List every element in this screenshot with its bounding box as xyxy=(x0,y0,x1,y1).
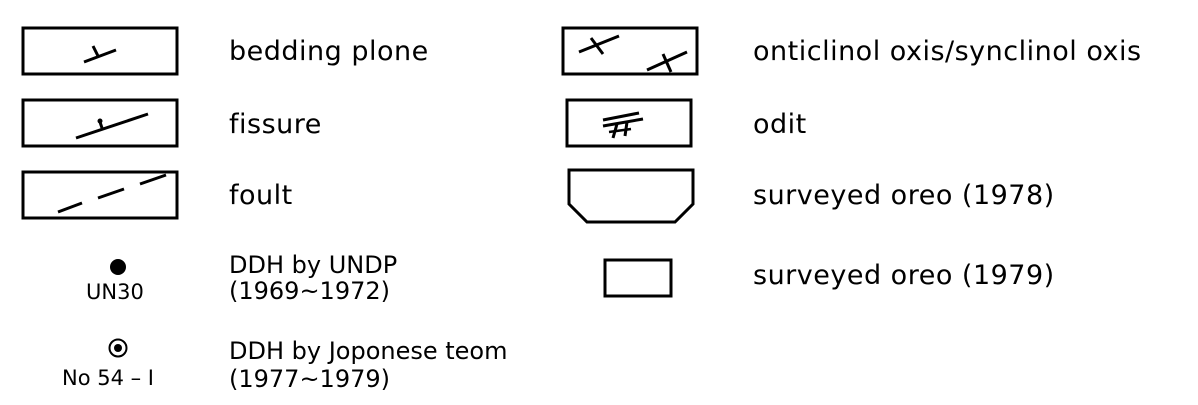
surveyed-area-1978-label: surveyed oreo (1978) xyxy=(753,180,1055,211)
adit-symbol xyxy=(565,98,693,148)
ddh-japanese-label-line2: (1977~1979) xyxy=(229,365,390,393)
fissure-symbol xyxy=(21,98,179,148)
ddh-japanese-label-line1: DDH by Joponese teom xyxy=(229,337,508,365)
ddh-japanese-code: No 54 – I xyxy=(62,366,154,390)
ddh-undp-label-line2: (1969~1972) xyxy=(229,277,390,305)
surveyed-area-1978-symbol xyxy=(567,168,695,224)
ddh-undp-code: UN30 xyxy=(86,280,144,304)
surveyed-area-1979-label: surveyed oreo (1979) xyxy=(753,260,1055,291)
fault-label: foult xyxy=(229,180,293,211)
fissure-label: fissure xyxy=(229,109,322,140)
anticlinal-synclinal-axis-label: onticlinol oxis/synclinol oxis xyxy=(753,36,1142,67)
ddh-undp-dot-icon xyxy=(110,259,126,275)
surveyed-area-1979-symbol xyxy=(603,258,673,298)
ddh-undp-label-line1: DDH by UNDP xyxy=(229,251,398,279)
fault-symbol xyxy=(21,170,179,220)
bedding-plane-symbol xyxy=(21,26,179,76)
bedding-plane-label: bedding plone xyxy=(229,36,429,67)
adit-label: odit xyxy=(753,109,807,140)
ddh-japanese-target-icon xyxy=(108,338,128,358)
anticlinal-synclinal-axis-symbol xyxy=(561,26,699,76)
